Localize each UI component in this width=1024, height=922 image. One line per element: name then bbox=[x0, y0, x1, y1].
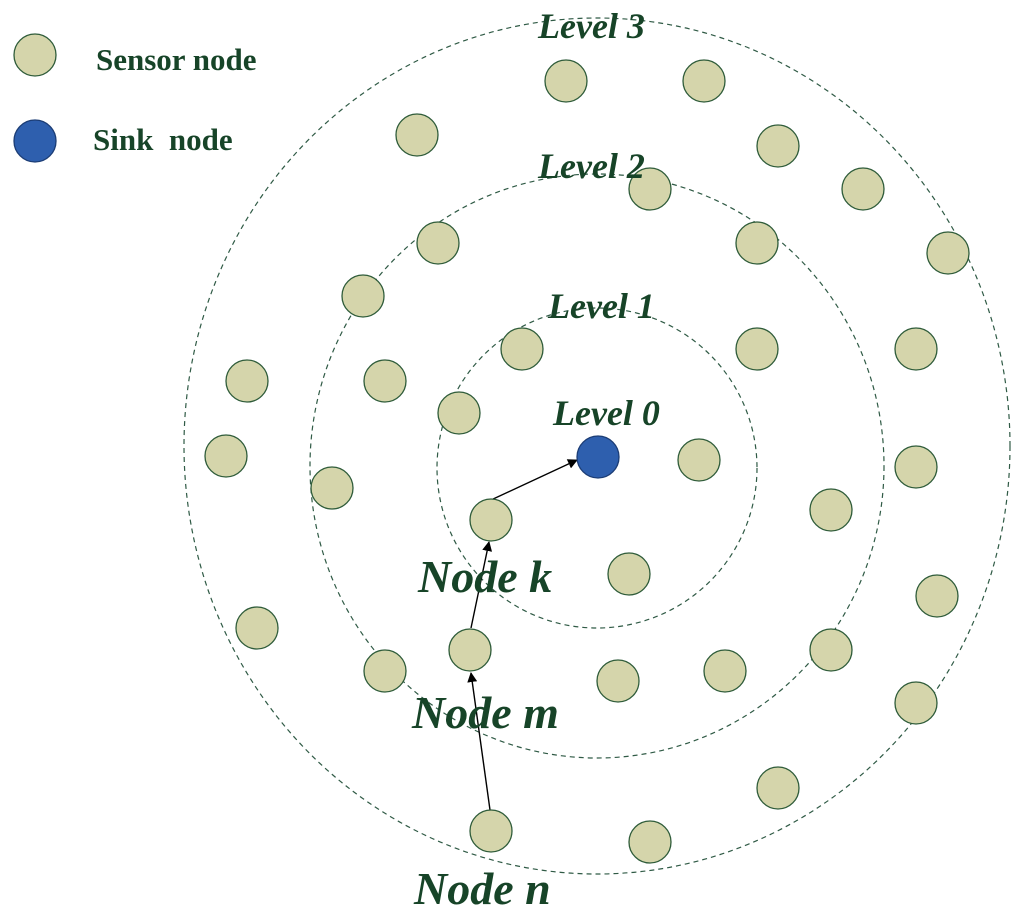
sensor-node bbox=[756, 766, 800, 810]
sensor-node bbox=[894, 681, 938, 725]
sensor-node bbox=[544, 59, 588, 103]
sensor-node bbox=[225, 359, 269, 403]
sensor-node bbox=[894, 445, 938, 489]
sensor-node bbox=[628, 167, 672, 211]
sensor-node bbox=[841, 167, 885, 211]
sensor-node bbox=[437, 391, 481, 435]
sensor-node bbox=[500, 327, 544, 371]
sensor-node bbox=[756, 124, 800, 168]
sensor-node bbox=[607, 552, 651, 596]
sensor-node bbox=[703, 649, 747, 693]
legend-sensor-node-icon bbox=[13, 33, 57, 77]
node-n-label: Node n bbox=[413, 863, 551, 914]
sensor-node bbox=[596, 659, 640, 703]
sensor-node-m bbox=[448, 628, 492, 672]
sensor-node bbox=[395, 113, 439, 157]
sensor-node bbox=[894, 327, 938, 371]
sensor-node bbox=[809, 628, 853, 672]
sensor-node bbox=[310, 466, 354, 510]
legend: Sensor node Sink node bbox=[13, 33, 257, 163]
sensor-node bbox=[416, 221, 460, 265]
sensor-node bbox=[235, 606, 279, 650]
level-1-label: Level 1 bbox=[547, 286, 655, 326]
arrow-node-k-to-sink bbox=[490, 459, 578, 501]
sensor-node bbox=[204, 434, 248, 478]
level-1-ring bbox=[436, 307, 758, 629]
sensor-node bbox=[682, 59, 726, 103]
sink-node bbox=[576, 435, 620, 479]
level-3-ring bbox=[183, 17, 1011, 875]
sensor-node-k bbox=[469, 498, 513, 542]
level-2-label: Level 2 bbox=[537, 146, 645, 186]
level-0-label: Level 0 bbox=[552, 393, 660, 433]
legend-sink-node-icon bbox=[13, 119, 57, 163]
sensor-node bbox=[363, 359, 407, 403]
level-2-ring bbox=[309, 173, 885, 759]
node-k-label: Node k bbox=[417, 551, 552, 602]
sensor-node bbox=[915, 574, 959, 618]
sensor-node-n bbox=[469, 809, 513, 853]
sensor-node bbox=[735, 221, 779, 265]
sensor-nodes bbox=[204, 59, 970, 864]
sensor-node bbox=[628, 820, 672, 864]
sensor-node bbox=[677, 438, 721, 482]
sensor-node bbox=[341, 274, 385, 318]
level-3-label: Level 3 bbox=[537, 6, 645, 46]
arrow-node-n-to-node-m bbox=[467, 672, 491, 811]
sensor-node bbox=[926, 231, 970, 275]
sensor-node bbox=[809, 488, 853, 532]
node-m-label: Node m bbox=[411, 687, 559, 738]
legend-sink-label: Sink node bbox=[93, 122, 233, 157]
arrow-node-m-to-node-k bbox=[470, 541, 493, 629]
sensor-node bbox=[363, 649, 407, 693]
legend-sensor-label: Sensor node bbox=[96, 42, 257, 77]
sensor-node bbox=[735, 327, 779, 371]
